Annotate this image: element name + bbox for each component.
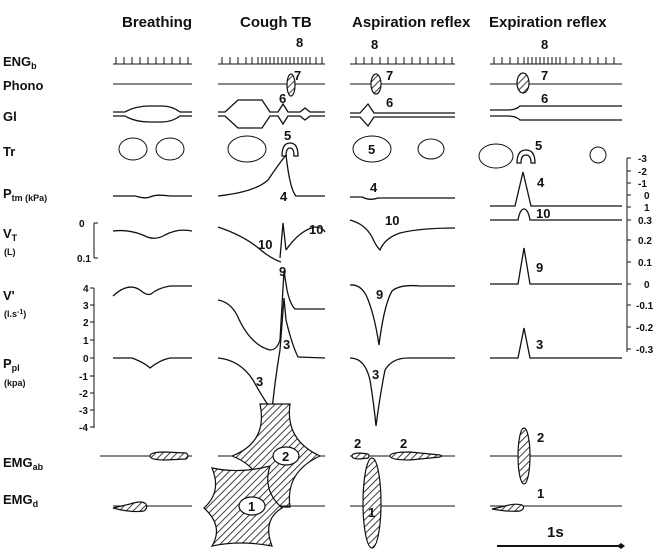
row-label-ptm: Ptm (kPa) <box>3 186 47 203</box>
ppl-trace <box>113 297 622 427</box>
row-label-vflow: V' (l.s-1) <box>3 288 26 319</box>
expiration-marker-9: 9 <box>536 260 543 275</box>
header-cough-tb: Cough TB <box>240 14 312 31</box>
aspiration-marker-9: 9 <box>376 287 383 302</box>
aspiration-marker-6: 6 <box>386 95 393 110</box>
svg-text:0.1: 0.1 <box>638 258 652 269</box>
expiration-marker-3: 3 <box>536 337 543 352</box>
flow-trace <box>112 247 622 351</box>
svg-text:1: 1 <box>83 336 89 347</box>
svg-text:Ptm (kPa): Ptm (kPa) <box>3 186 47 203</box>
phono-trace <box>113 72 622 97</box>
svg-text:Ppl: Ppl <box>3 356 20 373</box>
aspiration-marker-3: 3 <box>372 367 379 382</box>
svg-text:-3: -3 <box>638 154 647 165</box>
svg-text:-1: -1 <box>79 372 88 383</box>
svg-text:0.3: 0.3 <box>638 216 652 227</box>
cough-marker-5: 5 <box>284 128 291 143</box>
aspiration-marker-2a: 2 <box>354 436 361 451</box>
expiration-marker-6: 6 <box>541 91 548 106</box>
svg-text:ENGb: ENGb <box>3 54 37 71</box>
row-label-emgd: EMGd <box>3 492 38 509</box>
svg-text:V': V' <box>3 288 15 303</box>
svg-text:EMGab: EMGab <box>3 455 44 472</box>
svg-text:(kpa): (kpa) <box>4 378 26 388</box>
svg-text:-4: -4 <box>79 423 88 434</box>
aspiration-marker-7: 7 <box>386 68 393 83</box>
eng-trace <box>113 57 622 65</box>
time-scale-label: 1s <box>547 524 564 541</box>
svg-text:-1: -1 <box>638 179 647 190</box>
svg-text:(L): (L) <box>4 247 16 257</box>
svg-text:-3: -3 <box>79 406 88 417</box>
aspiration-marker-10: 10 <box>385 213 399 228</box>
vt-axis: 0 0.1 <box>77 219 98 265</box>
expiration-marker-7: 7 <box>541 68 548 83</box>
header-expiration-reflex: Expiration reflex <box>489 14 607 31</box>
cough-marker-7: 7 <box>294 68 301 83</box>
expiration-marker-10: 10 <box>536 206 550 221</box>
cough-marker-8: 8 <box>296 35 303 50</box>
cough-marker-10a: 10 <box>258 237 272 252</box>
svg-text:1: 1 <box>644 203 650 214</box>
row-label-ppl: Ppl (kpa) <box>3 356 26 388</box>
row-label-phono: Phono <box>3 78 43 93</box>
aspiration-marker-2b: 2 <box>400 436 407 451</box>
svg-text:-2: -2 <box>79 389 88 400</box>
row-label-tr: Tr <box>3 144 15 159</box>
svg-text:0: 0 <box>644 191 650 202</box>
svg-text:3: 3 <box>83 301 89 312</box>
expiration-marker-1: 1 <box>537 486 544 501</box>
svg-text:(l.s-1): (l.s-1) <box>4 309 26 319</box>
cough-marker-4: 4 <box>280 189 288 204</box>
expiration-marker-8: 8 <box>541 37 548 52</box>
aspiration-marker-5: 5 <box>368 142 375 157</box>
trachea-trace <box>118 135 607 169</box>
emg-ab-trace <box>100 403 622 508</box>
cough-marker-9: 9 <box>279 264 286 279</box>
right-axis: -3 -2 -1 0 1 0.3 0.2 0.1 0 -0.1 -0.2 -0.… <box>626 154 654 356</box>
header-aspiration-reflex: Aspiration reflex <box>352 14 471 31</box>
ptm-trace <box>113 153 622 207</box>
cough-marker-3b: 3 <box>256 374 263 389</box>
row-label-eng: ENGb <box>3 54 37 71</box>
svg-text:-0.3: -0.3 <box>636 345 654 356</box>
svg-text:0.2: 0.2 <box>638 236 652 247</box>
cough-marker-6: 6 <box>279 91 286 106</box>
svg-text:VT: VT <box>3 226 18 243</box>
cough-marker-2: 2 <box>282 449 289 464</box>
expiration-marker-2: 2 <box>537 430 544 445</box>
svg-text:0: 0 <box>79 219 85 230</box>
svg-text:EMGd: EMGd <box>3 492 38 509</box>
aspiration-marker-8: 8 <box>371 37 378 52</box>
svg-text:2: 2 <box>83 318 89 329</box>
svg-text:4: 4 <box>83 284 89 295</box>
svg-text:0.1: 0.1 <box>77 254 91 265</box>
row-label-emgab: EMGab <box>3 455 44 472</box>
cough-marker-3a: 3 <box>283 337 290 352</box>
expiration-marker-5: 5 <box>535 138 542 153</box>
svg-text:-2: -2 <box>638 167 647 178</box>
row-label-gl: Gl <box>3 109 17 124</box>
svg-text:0: 0 <box>83 354 89 365</box>
cough-marker-10b: 10 <box>309 222 323 237</box>
flow-pressure-axis: 4 3 2 1 0 -1 -2 -3 -4 <box>79 284 95 434</box>
expiration-marker-4: 4 <box>537 175 545 190</box>
aspiration-marker-4: 4 <box>370 180 378 195</box>
svg-text:-0.2: -0.2 <box>636 323 654 334</box>
emg-d-trace <box>112 457 622 549</box>
aspiration-marker-1: 1 <box>368 505 375 520</box>
time-scale-bar: 1s <box>497 524 625 549</box>
svg-text:-0.1: -0.1 <box>636 301 654 312</box>
cough-marker-1: 1 <box>248 499 255 514</box>
svg-text:0: 0 <box>644 280 650 291</box>
header-breathing: Breathing <box>122 14 192 31</box>
vt-trace <box>112 208 622 263</box>
glottis-trace <box>113 99 622 129</box>
row-label-vt: VT (L) <box>3 226 18 257</box>
